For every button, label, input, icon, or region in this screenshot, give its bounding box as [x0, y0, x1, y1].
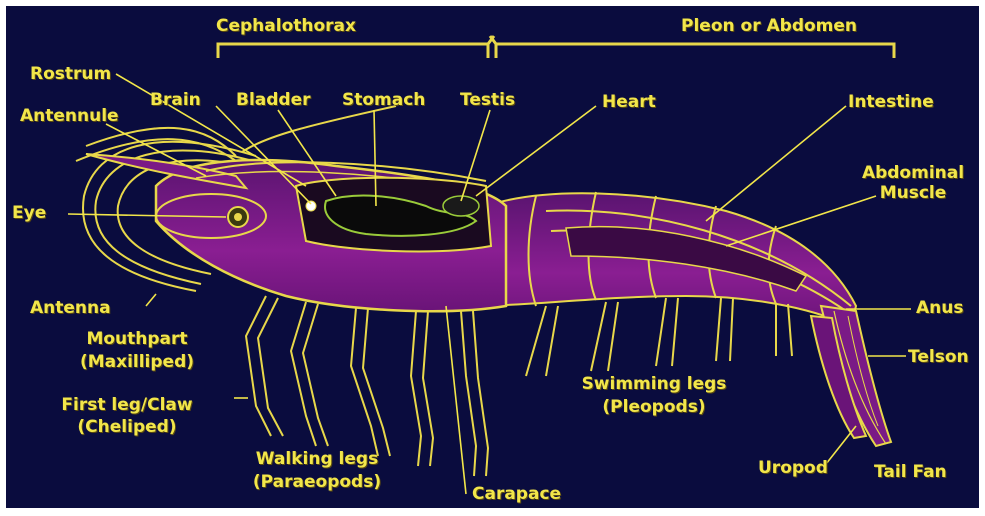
- brain-organ: [306, 201, 316, 211]
- label-tail-fan: Tail Fan: [874, 462, 947, 482]
- label-antennule: Antennule: [20, 106, 119, 126]
- pleopods: [526, 298, 792, 376]
- cephalothorax-bracket: [218, 36, 494, 58]
- region-brackets: [218, 36, 894, 58]
- shrimp-anatomy-diagram: Cephalothorax Pleon or Abdomen Rostrum B…: [6, 6, 979, 508]
- label-testis: Testis: [460, 90, 515, 110]
- label-carapace: Carapace: [472, 484, 561, 504]
- tail-fan-shape: [811, 306, 891, 446]
- label-mouthpart-line1: Mouthpart: [62, 329, 212, 349]
- label-anus: Anus: [916, 298, 963, 318]
- label-walking-legs-line1: Walking legs: [242, 449, 392, 469]
- label-mouthpart-line2: (Maxilliped): [62, 352, 212, 372]
- label-first-leg-line1: First leg/Claw: [42, 395, 212, 415]
- label-stomach: Stomach: [342, 90, 425, 110]
- label-uropod: Uropod: [758, 458, 828, 478]
- label-antenna: Antenna: [30, 298, 111, 318]
- label-abdominal-muscle-line1: Abdominal: [854, 163, 972, 183]
- label-intestine: Intestine: [848, 92, 934, 112]
- label-swimming-legs-line1: Swimming legs: [574, 374, 734, 394]
- label-walking-legs-line2: (Paraeopods): [242, 472, 392, 492]
- label-heart: Heart: [602, 92, 656, 112]
- label-abdominal-muscle-line2: Muscle: [854, 183, 972, 203]
- label-telson: Telson: [908, 347, 969, 367]
- cephalothorax-heading: Cephalothorax: [216, 16, 356, 36]
- label-swimming-legs-line2: (Pleopods): [574, 397, 734, 417]
- label-eye: Eye: [12, 203, 46, 223]
- abdomen-heading: Pleon or Abdomen: [681, 16, 857, 36]
- abdomen-bracket: [490, 36, 894, 58]
- label-bladder: Bladder: [236, 90, 311, 110]
- label-rostrum: Rostrum: [30, 64, 111, 84]
- label-first-leg-line2: (Cheliped): [42, 417, 212, 437]
- label-brain: Brain: [150, 90, 201, 110]
